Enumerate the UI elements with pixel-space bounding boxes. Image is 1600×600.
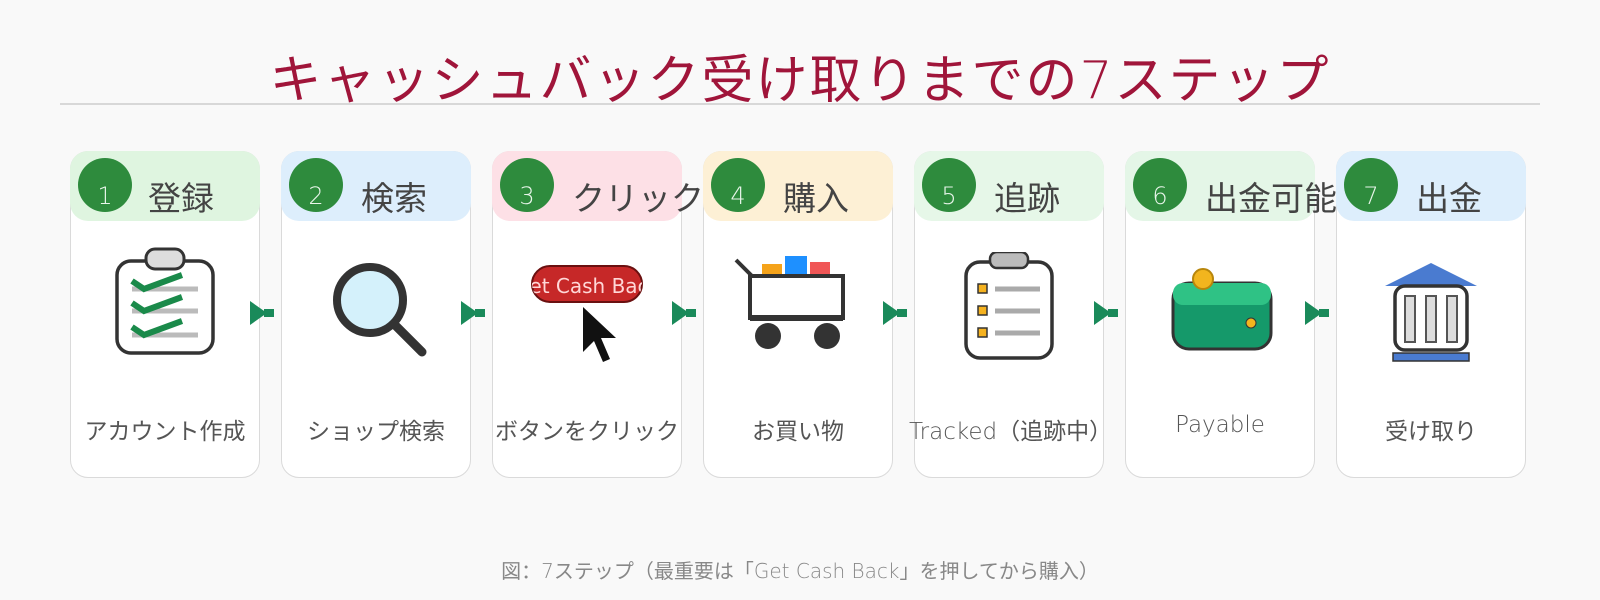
step-number-4: 4	[730, 182, 746, 210]
step-title-7: 出金	[1416, 179, 1482, 218]
step-number-1: 1	[97, 182, 113, 210]
clipboard-check-icon	[115, 247, 215, 355]
tracking-list-icon	[964, 252, 1054, 360]
arrow-right-icon	[1094, 301, 1118, 325]
step-number-6: 6	[1152, 182, 1168, 210]
step-title-5: 追跡	[994, 179, 1060, 218]
step-title-2: 検索	[361, 179, 427, 218]
step-number-circle-7	[1344, 158, 1398, 212]
step-desc-2: ショップ検索	[307, 419, 445, 445]
figure-caption: 図：7ステップ（最重要は「Get Cash Back」を押してから購入）	[501, 559, 1099, 583]
title-divider	[60, 103, 1540, 105]
arrow-right-icon	[250, 301, 274, 325]
cashback-button-icon: Get Cash Back	[528, 265, 648, 362]
step-number-2: 2	[308, 182, 324, 210]
step-number-circle-5	[922, 158, 976, 212]
step-desc-3: ボタンをクリック	[495, 419, 679, 445]
cashback-button-label: Get Cash Back	[528, 274, 648, 298]
step-number-circle-6	[1133, 158, 1187, 212]
diagram-title: キャッシュバック受け取りまでの7ステップ	[269, 51, 1331, 111]
step-desc-4: お買い物	[752, 419, 844, 445]
step-title-3: クリック	[572, 179, 704, 218]
step-desc-6: Payable	[1175, 412, 1265, 438]
step-title-1: 登録	[148, 179, 214, 218]
step-number-circle-3	[500, 158, 554, 212]
step-number-circle-4	[711, 158, 765, 212]
step-desc-1: アカウント作成	[84, 419, 246, 445]
magnifier-icon	[333, 263, 427, 357]
arrow-right-icon	[672, 301, 696, 325]
step-number-circle-2	[289, 158, 343, 212]
step-desc-7: 受け取り	[1385, 419, 1477, 445]
step-desc-5: Tracked（追跡中）	[909, 419, 1113, 445]
bank-icon	[1385, 263, 1477, 362]
arrow-right-icon	[883, 301, 907, 325]
step-title-4: 購入	[783, 179, 849, 218]
step-number-7: 7	[1363, 182, 1379, 210]
step-number-3: 3	[519, 182, 535, 210]
step-number-circle-1	[78, 158, 132, 212]
arrow-right-icon	[461, 301, 485, 325]
step-number-5: 5	[941, 182, 957, 210]
arrow-right-icon	[1305, 301, 1329, 325]
wallet-icon	[1171, 268, 1273, 351]
step-title-6: 出金可能	[1205, 179, 1337, 218]
shopping-cart-icon	[734, 256, 845, 349]
